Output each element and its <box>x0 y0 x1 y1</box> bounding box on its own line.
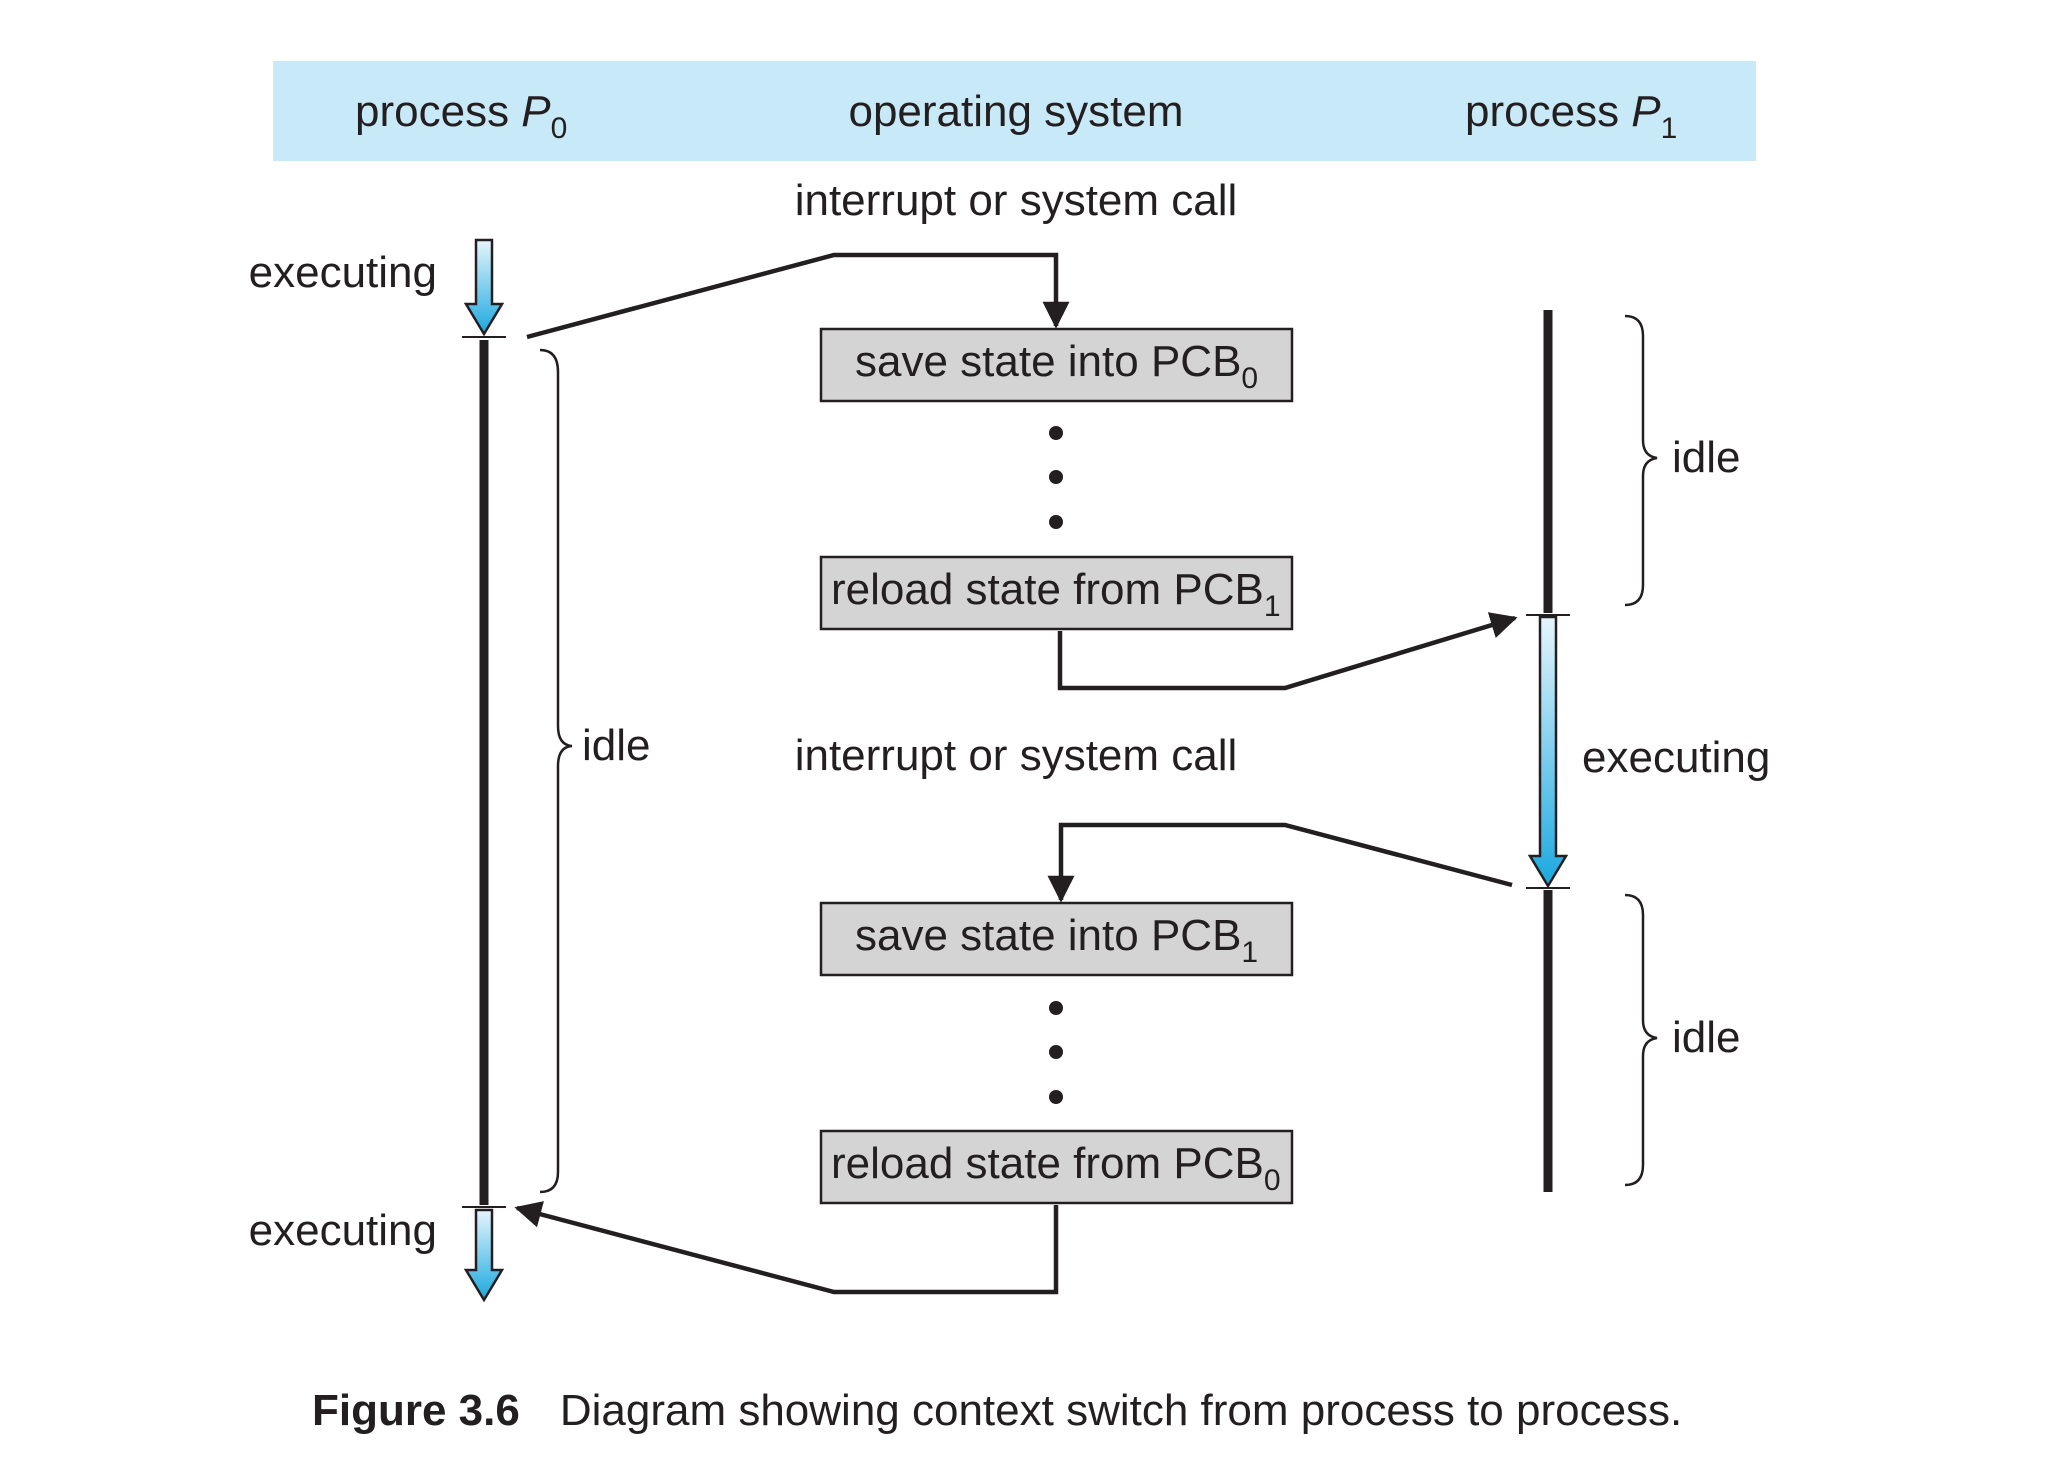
connector-reload-pcb0-to-p0 <box>514 1201 1059 1295</box>
box-save-pcb1-label: save state into PCB1 <box>855 911 1258 969</box>
interrupt-label-top: interrupt or system call <box>795 176 1238 225</box>
ellipsis-dot <box>1049 1001 1063 1015</box>
header-process-p0: process P0 <box>355 87 567 145</box>
interrupt-label-middle: interrupt or system call <box>795 731 1238 780</box>
p1-idle-brace-top <box>1624 314 1658 607</box>
p0-executing-top-label: executing <box>249 248 437 297</box>
box-save-pcb0-label: save state into PCB0 <box>855 337 1258 395</box>
box-reload-pcb0 <box>819 1129 1294 1205</box>
p0-executing-arrow-bottom <box>463 1208 505 1303</box>
connector-reload-pcb1-to-p1 <box>1057 612 1518 691</box>
ellipsis-dot <box>1049 470 1063 484</box>
box-reload-pcb0-label: reload state from PCB0 <box>831 1139 1281 1197</box>
box-save-pcb1 <box>819 901 1294 977</box>
ellipsis-dot <box>1049 1045 1063 1059</box>
connector-p0-to-save-pcb0 <box>526 252 1070 340</box>
header-operating-system: operating system <box>848 87 1183 136</box>
p1-idle-top-label: idle <box>1672 433 1741 482</box>
p0-executing-bottom-label: executing <box>249 1206 437 1255</box>
p1-idle-brace-bottom <box>1624 893 1658 1187</box>
connector-p1-to-save-pcb1 <box>1047 822 1513 903</box>
p0-idle-brace <box>539 348 573 1194</box>
header-process-p1: process P1 <box>1465 87 1677 145</box>
ellipsis-dot <box>1049 515 1063 529</box>
p0-executing-arrow-top <box>463 238 505 337</box>
p0-idle-label: idle <box>582 721 651 770</box>
header-band <box>273 61 1756 161</box>
box-reload-pcb1-label: reload state from PCB1 <box>831 565 1281 623</box>
p1-idle-bottom-label: idle <box>1672 1013 1741 1062</box>
box-reload-pcb1 <box>819 555 1294 631</box>
box-save-pcb0 <box>819 327 1294 403</box>
ellipsis-dot <box>1049 1090 1063 1104</box>
ellipsis-dot <box>1049 426 1063 440</box>
p1-executing-arrow <box>1527 615 1569 889</box>
p1-executing-label: executing <box>1582 733 1770 782</box>
